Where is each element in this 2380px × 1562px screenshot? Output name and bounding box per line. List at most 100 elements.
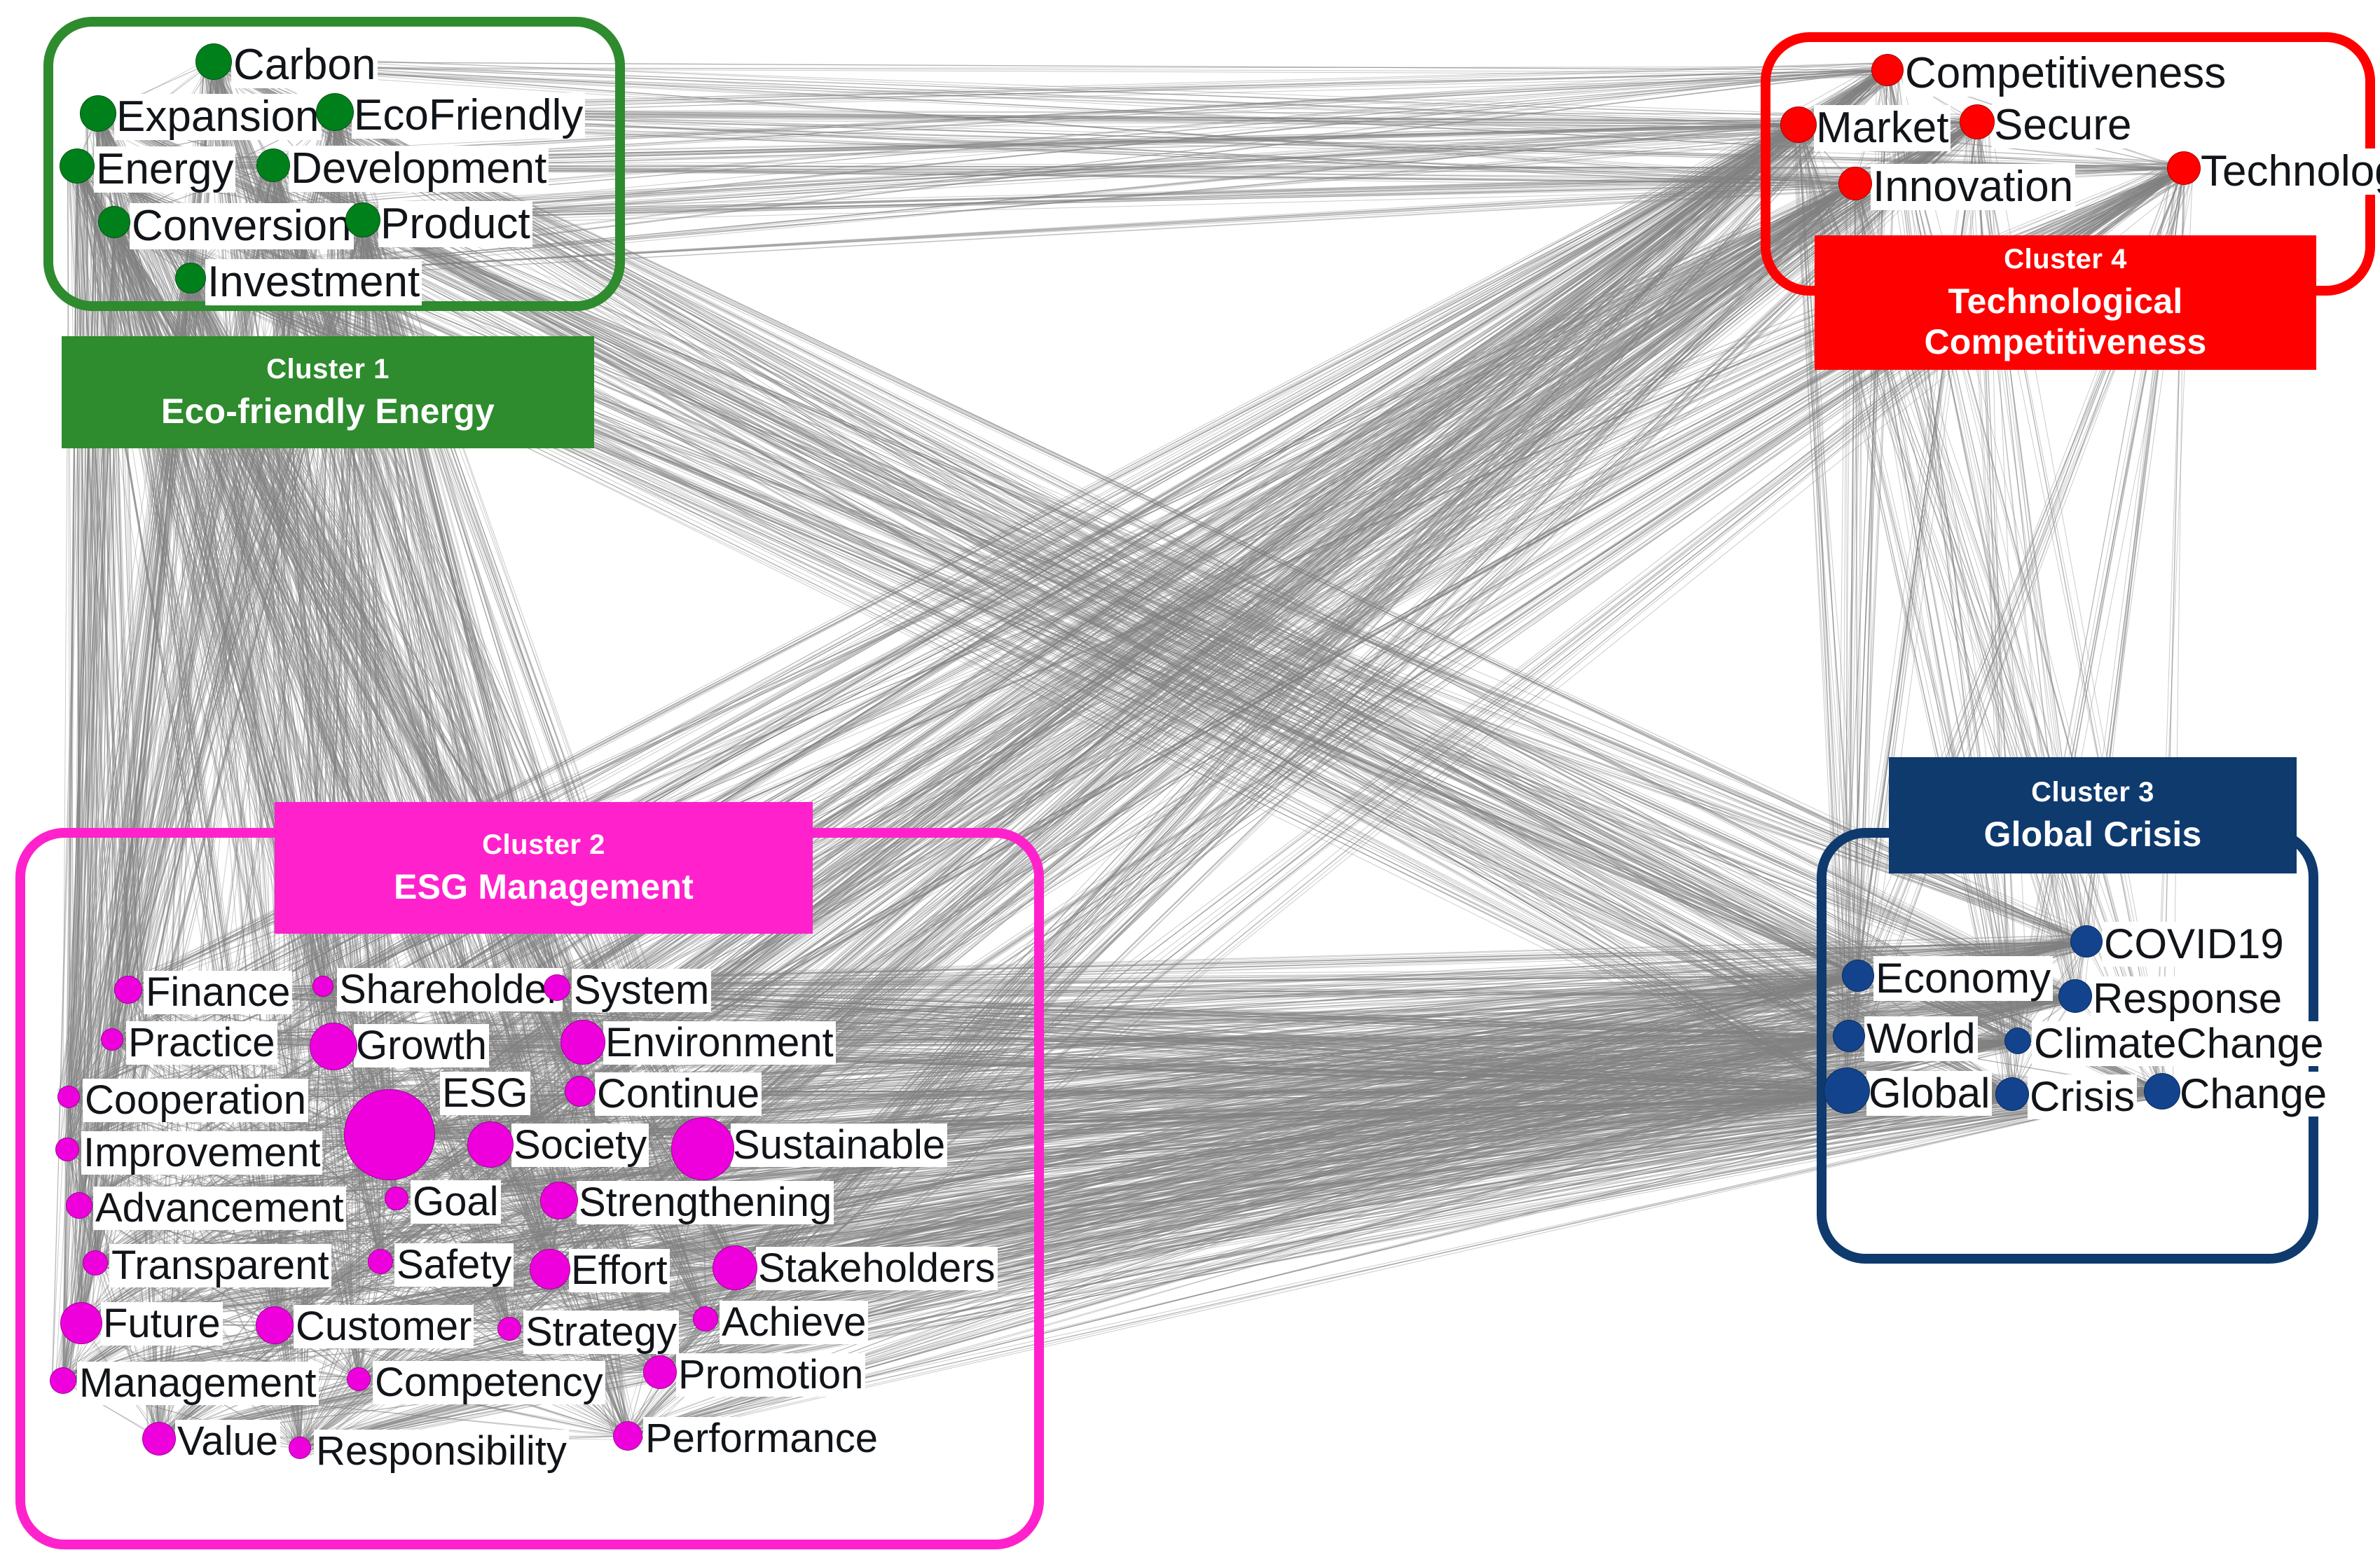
cluster-title-cluster1: Cluster 1 Eco-friendly Energy <box>62 336 594 448</box>
graph-node[interactable] <box>643 1355 677 1389</box>
graph-node[interactable] <box>544 974 570 1001</box>
graph-node[interactable] <box>671 1117 734 1180</box>
cluster-number: Cluster 3 <box>2031 776 2154 808</box>
graph-node[interactable] <box>142 1422 176 1456</box>
graph-node[interactable] <box>60 148 95 184</box>
node-label: World <box>1864 1016 1978 1061</box>
cluster-name: Global Crisis <box>1983 815 2202 855</box>
graph-node[interactable] <box>50 1367 76 1394</box>
graph-node[interactable] <box>2070 925 2103 958</box>
graph-node[interactable] <box>2058 979 2092 1013</box>
node-label: Economy <box>1873 956 2054 1001</box>
node-label: Society <box>511 1124 649 1167</box>
node-label: Growth <box>354 1024 489 1067</box>
node-label: ESG <box>440 1072 530 1115</box>
node-label: Transparent <box>109 1244 331 1287</box>
graph-node[interactable] <box>613 1421 642 1451</box>
graph-node[interactable] <box>289 1437 311 1459</box>
graph-node[interactable] <box>345 202 380 237</box>
graph-node[interactable] <box>1838 167 1872 200</box>
cluster-title-cluster2: Cluster 2 ESG Management <box>275 802 813 934</box>
node-label: Competitiveness <box>1903 50 2229 97</box>
graph-node[interactable] <box>2144 1073 2180 1110</box>
cluster-name: Eco-friendly Energy <box>160 392 495 431</box>
node-label: Energy <box>94 146 236 193</box>
graph-node[interactable] <box>497 1317 521 1341</box>
graph-node[interactable] <box>344 1089 435 1180</box>
graph-node[interactable] <box>83 1250 108 1276</box>
cluster-name-line2: Competitiveness <box>1924 322 2207 362</box>
graph-node[interactable] <box>60 1302 102 1344</box>
node-label: Crisis <box>2028 1074 2137 1119</box>
node-label: Investment <box>205 259 422 305</box>
node-label: Innovation <box>1871 164 2076 210</box>
node-label: Environment <box>603 1021 836 1065</box>
graph-node[interactable] <box>114 976 142 1004</box>
cluster-title-cluster3: Cluster 3 Global Crisis <box>1889 757 2297 873</box>
node-label: Performance <box>643 1417 881 1460</box>
graph-node[interactable] <box>565 1076 596 1107</box>
node-label: Future <box>101 1302 223 1346</box>
graph-node[interactable] <box>2004 1028 2031 1054</box>
node-label: Global <box>1866 1071 1993 1116</box>
node-label: Product <box>378 201 532 247</box>
graph-node[interactable] <box>256 148 290 182</box>
graph-node[interactable] <box>467 1121 514 1168</box>
graph-node[interactable] <box>1824 1067 1870 1114</box>
cluster-name: ESG Management <box>394 867 694 907</box>
cluster-number: Cluster 2 <box>482 829 605 860</box>
node-label: Advancement <box>93 1187 346 1230</box>
graph-node[interactable] <box>693 1306 718 1332</box>
graph-node[interactable] <box>713 1245 757 1290</box>
graph-node[interactable] <box>1842 960 1874 992</box>
graph-node[interactable] <box>560 1020 605 1065</box>
node-label: Carbon <box>231 42 378 88</box>
node-label: Conversion <box>130 203 354 249</box>
node-label: Improvement <box>81 1131 323 1175</box>
graph-node[interactable] <box>312 976 333 997</box>
graph-node[interactable] <box>101 1028 123 1051</box>
graph-node[interactable] <box>368 1249 393 1274</box>
graph-node[interactable] <box>98 206 130 238</box>
cluster-boundary-cluster1 <box>43 17 625 311</box>
node-label: Customer <box>294 1305 474 1348</box>
graph-node[interactable] <box>256 1306 294 1344</box>
graph-node[interactable] <box>540 1182 578 1219</box>
node-label: Practice <box>126 1021 277 1065</box>
graph-node[interactable] <box>310 1023 357 1070</box>
graph-node[interactable] <box>66 1192 92 1219</box>
graph-node[interactable] <box>175 263 206 293</box>
graph-node[interactable] <box>1780 106 1817 143</box>
graph-node[interactable] <box>385 1187 408 1210</box>
node-label: Secure <box>1992 102 2134 148</box>
graph-node[interactable] <box>1995 1077 2029 1111</box>
cluster-number: Cluster 1 <box>266 353 390 385</box>
node-label: Value <box>175 1420 281 1463</box>
node-label: Expansion <box>114 94 322 140</box>
node-label: Achieve <box>720 1301 869 1344</box>
graph-node[interactable] <box>316 93 354 131</box>
graph-node[interactable] <box>80 95 116 132</box>
node-label: Effort <box>569 1249 670 1292</box>
node-label: Promotion <box>676 1353 866 1397</box>
node-label: Technology <box>2199 148 2380 195</box>
node-label: Cooperation <box>83 1079 308 1122</box>
graph-node[interactable] <box>530 1249 570 1290</box>
node-label: Change <box>2178 1072 2330 1117</box>
graph-node[interactable] <box>1960 104 1995 139</box>
node-label: System <box>572 969 712 1012</box>
graph-node[interactable] <box>2167 151 2201 185</box>
graph-node[interactable] <box>1833 1020 1865 1052</box>
node-label: Responsibility <box>314 1430 569 1473</box>
graph-node[interactable] <box>55 1138 79 1161</box>
graph-node[interactable] <box>1871 54 1904 86</box>
graph-node[interactable] <box>57 1086 80 1108</box>
node-label: Safety <box>394 1243 514 1287</box>
graph-node[interactable] <box>195 43 232 80</box>
graph-node[interactable] <box>347 1367 371 1391</box>
node-label: Strategy <box>523 1311 679 1354</box>
cluster-name-line1: Technological <box>1948 282 2183 322</box>
node-label: COVID19 <box>2102 922 2286 967</box>
